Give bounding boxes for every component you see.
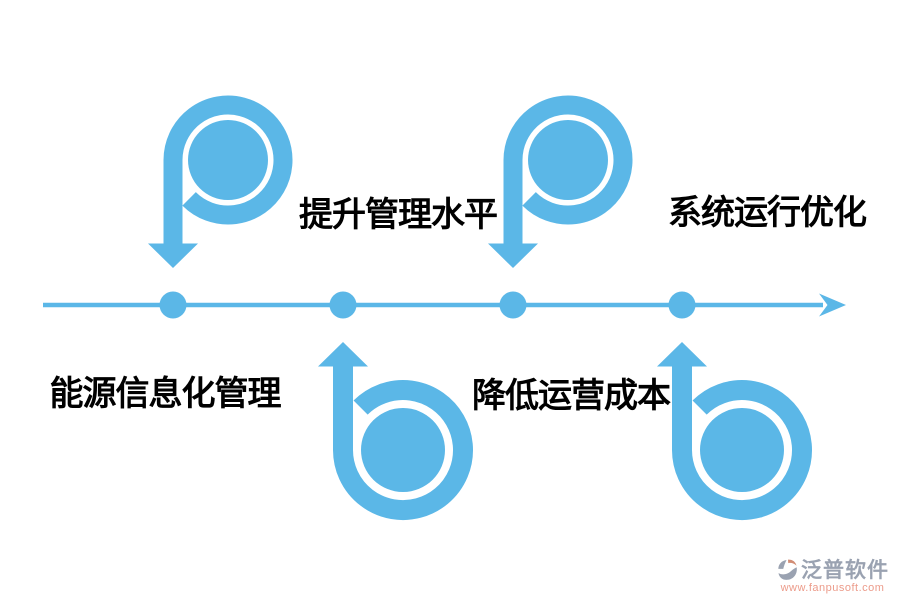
fanpu-logo-icon <box>778 559 797 580</box>
timeline-dot-1 <box>159 291 187 319</box>
label-bottom-right: 降低运营成本 <box>472 377 671 415</box>
b-spiral-up-arrow-1-icon <box>318 342 473 521</box>
b-spiral-up-arrow-2-icon <box>657 342 812 521</box>
p-spiral-down-arrow-1-icon <box>148 95 293 268</box>
timeline-dot-4 <box>668 291 696 319</box>
label-top-left: 提升管理水平 <box>299 196 498 234</box>
label-top-right: 系统运行优化 <box>668 194 867 232</box>
watermark-brand: 泛普软件 <box>801 558 889 582</box>
p-spiral-down-arrow-2-icon <box>488 95 633 268</box>
timeline-dot-2 <box>329 291 357 319</box>
timeline-dot-3 <box>499 291 527 319</box>
timeline-arrowhead-icon <box>819 293 846 317</box>
label-bottom-left: 能源信息化管理 <box>49 375 282 413</box>
watermark: 泛普软件 www.fanpusoft.com <box>776 558 889 594</box>
timeline-axis <box>43 291 846 319</box>
watermark-url: www.fanpusoft.com <box>780 582 885 594</box>
